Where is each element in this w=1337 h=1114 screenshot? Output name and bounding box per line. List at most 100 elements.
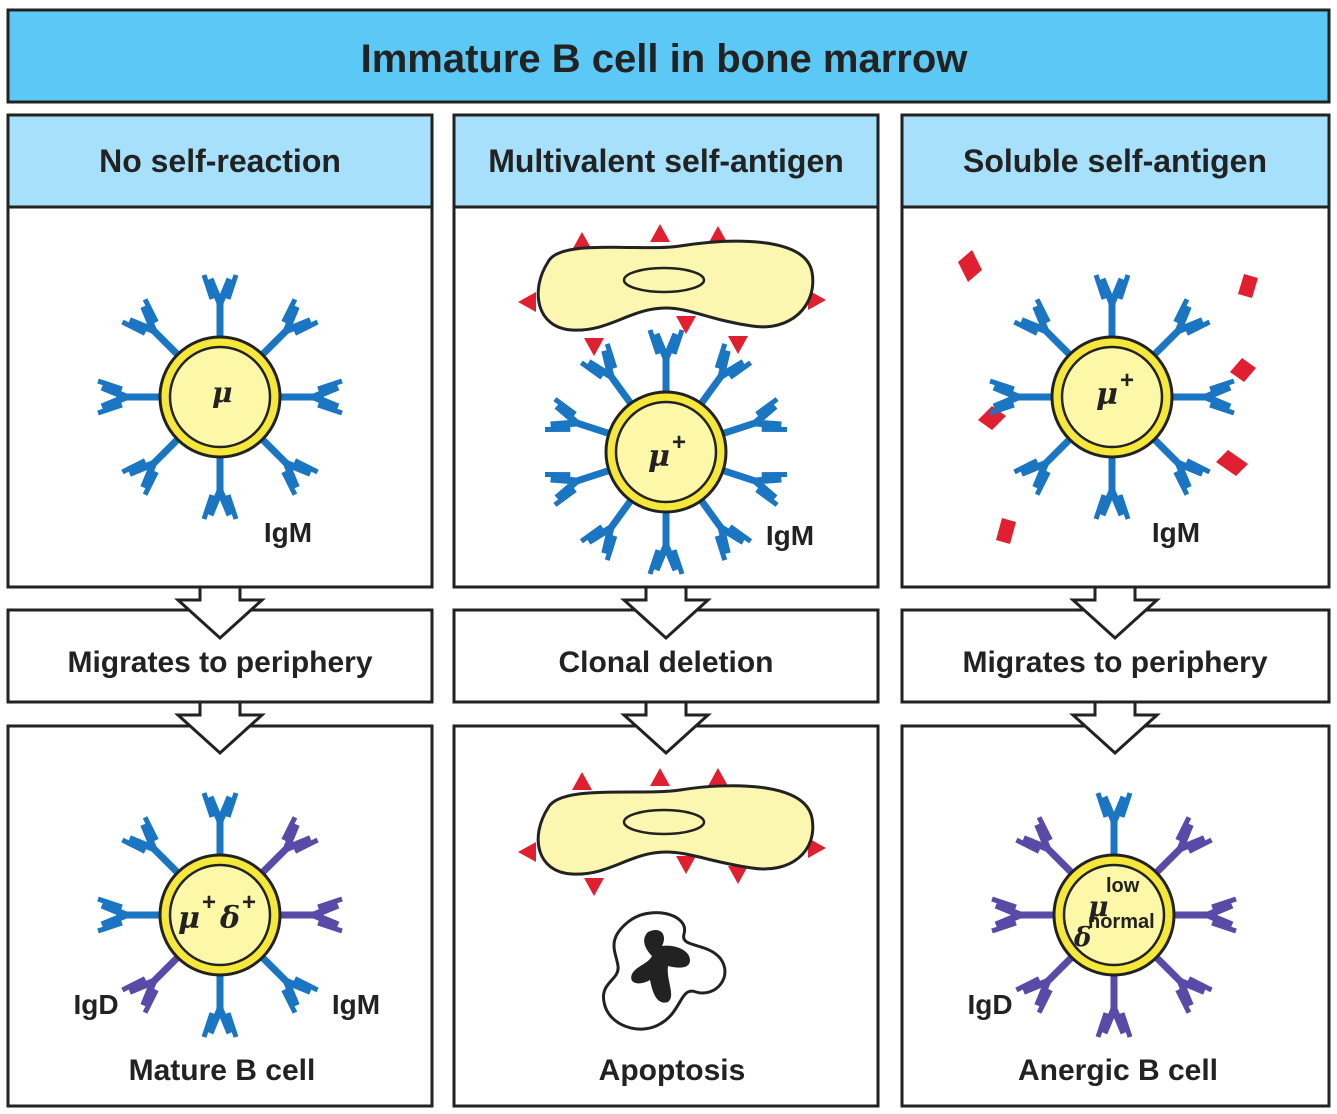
igd-receptor-icon (1151, 816, 1213, 878)
stromal-cell-icon (518, 224, 826, 356)
receptor-label: IgM (264, 517, 312, 548)
page-title: Immature B cell in bone marrow (361, 37, 969, 81)
header-box-no-self-reaction (6, 113, 434, 209)
igm-receptor-icon (97, 896, 164, 934)
self-antigen-icon (808, 838, 826, 858)
self-antigen-icon (728, 866, 748, 884)
igm-receptor-icon (1013, 298, 1075, 360)
self-antigen-icon (708, 768, 728, 786)
igm-receptor-icon (647, 508, 685, 575)
b-cell-icon (97, 792, 343, 1038)
igd-receptor-icon (1015, 952, 1077, 1014)
mu-label: μ (212, 376, 233, 409)
igm-receptor-icon (579, 343, 636, 409)
igm-receptor-icon (1093, 274, 1131, 341)
igm-receptor-icon (257, 298, 319, 360)
b-cell-icon (545, 329, 787, 575)
delta-label: δ (219, 901, 240, 936)
igm-receptor-icon (1149, 298, 1211, 360)
igd-receptor-icon (257, 816, 319, 878)
delta-superscript: + (242, 889, 256, 916)
igd-receptor-icon (1170, 896, 1237, 934)
self-antigen-icon (650, 768, 670, 786)
self-antigen-icon (650, 224, 670, 242)
igm-receptor-icon (1095, 792, 1133, 859)
column-header: No self-reaction (99, 143, 341, 179)
down-arrow (174, 585, 266, 641)
igm-receptor-icon (201, 971, 239, 1038)
self-antigen-icon (808, 290, 826, 310)
igm-receptor-icon (201, 792, 239, 859)
down-arrow (1069, 700, 1161, 756)
mu-label: μ (178, 901, 200, 936)
down-arrow (174, 700, 266, 756)
igm-receptor-icon (121, 434, 183, 496)
step-label: Clonal deletion (558, 646, 773, 679)
igm-receptor-icon (696, 343, 753, 409)
igm-receptor-icon (121, 816, 183, 878)
self-antigen-icon (676, 856, 696, 874)
self-antigen-icon (996, 518, 1016, 544)
igm-receptor-icon (718, 397, 787, 439)
mu-superscript: low (1106, 875, 1140, 897)
delta-label: δ (1073, 923, 1091, 953)
header-box-multivalent (452, 113, 880, 209)
mu-label: μ (1096, 377, 1118, 412)
apoptotic-cell-icon (602, 911, 727, 1031)
igm-receptor-icon (545, 397, 614, 439)
igm-receptor-icon (257, 434, 319, 496)
column-header: Multivalent self-antigen (488, 143, 844, 179)
igm-receptor-icon (1013, 434, 1075, 496)
receptor-label: IgM (766, 520, 814, 551)
down-arrow (1069, 585, 1161, 641)
cell-caption: Mature B cell (129, 1054, 316, 1087)
igd-receptor-icon (1015, 816, 1077, 878)
igd-receptor-icon (991, 896, 1058, 934)
igd-receptor-icon (1095, 971, 1133, 1038)
igd-receptor-icon (276, 896, 343, 934)
igd-receptor-icon (121, 952, 183, 1014)
igd-receptor-icon (1151, 952, 1213, 1014)
self-antigen-icon (1238, 274, 1258, 298)
cell-caption: Anergic B cell (1018, 1054, 1218, 1087)
self-antigen-icon (676, 316, 696, 334)
stromal-cell-icon (518, 768, 826, 896)
self-antigen-icon (584, 878, 604, 896)
igm-receptor-icon (276, 378, 343, 416)
igm-receptor-icon (97, 378, 164, 416)
igm-receptor-icon (201, 453, 239, 520)
mu-superscript: + (672, 429, 686, 456)
step-box (6, 608, 434, 704)
igd-label: IgD (73, 989, 118, 1020)
self-antigen-icon (572, 232, 592, 250)
igm-receptor-icon (989, 378, 1056, 416)
self-antigen-icon (1230, 358, 1256, 382)
delta-superscript: normal (1088, 911, 1155, 933)
down-arrow (620, 585, 712, 641)
mu-superscript: + (202, 889, 216, 916)
igm-receptor-icon (257, 952, 319, 1014)
self-antigen-icon (728, 336, 748, 354)
mu-label: μ (648, 439, 670, 474)
igm-receptor-icon (579, 495, 636, 561)
mu-superscript: + (1120, 367, 1134, 394)
step-label: Migrates to periphery (67, 646, 372, 679)
receptor-label: IgM (1152, 517, 1200, 548)
self-antigen-icon (572, 772, 592, 790)
title-banner (6, 8, 1331, 104)
self-antigen-icon (584, 338, 604, 356)
self-antigen-icon (1216, 450, 1248, 476)
igd-label: IgD (967, 989, 1012, 1020)
self-antigen-icon (518, 292, 536, 312)
igm-receptor-icon (201, 274, 239, 341)
self-antigen-icon (518, 842, 536, 862)
igm-receptor-icon (647, 329, 685, 396)
column-header: Soluble self-antigen (963, 143, 1267, 179)
mu-label: μ (1088, 890, 1109, 923)
step-label: Migrates to periphery (962, 646, 1267, 679)
b-cell-icon (989, 274, 1235, 520)
igm-receptor-icon (121, 298, 183, 360)
down-arrow (620, 700, 712, 756)
igm-receptor-icon (696, 495, 753, 561)
